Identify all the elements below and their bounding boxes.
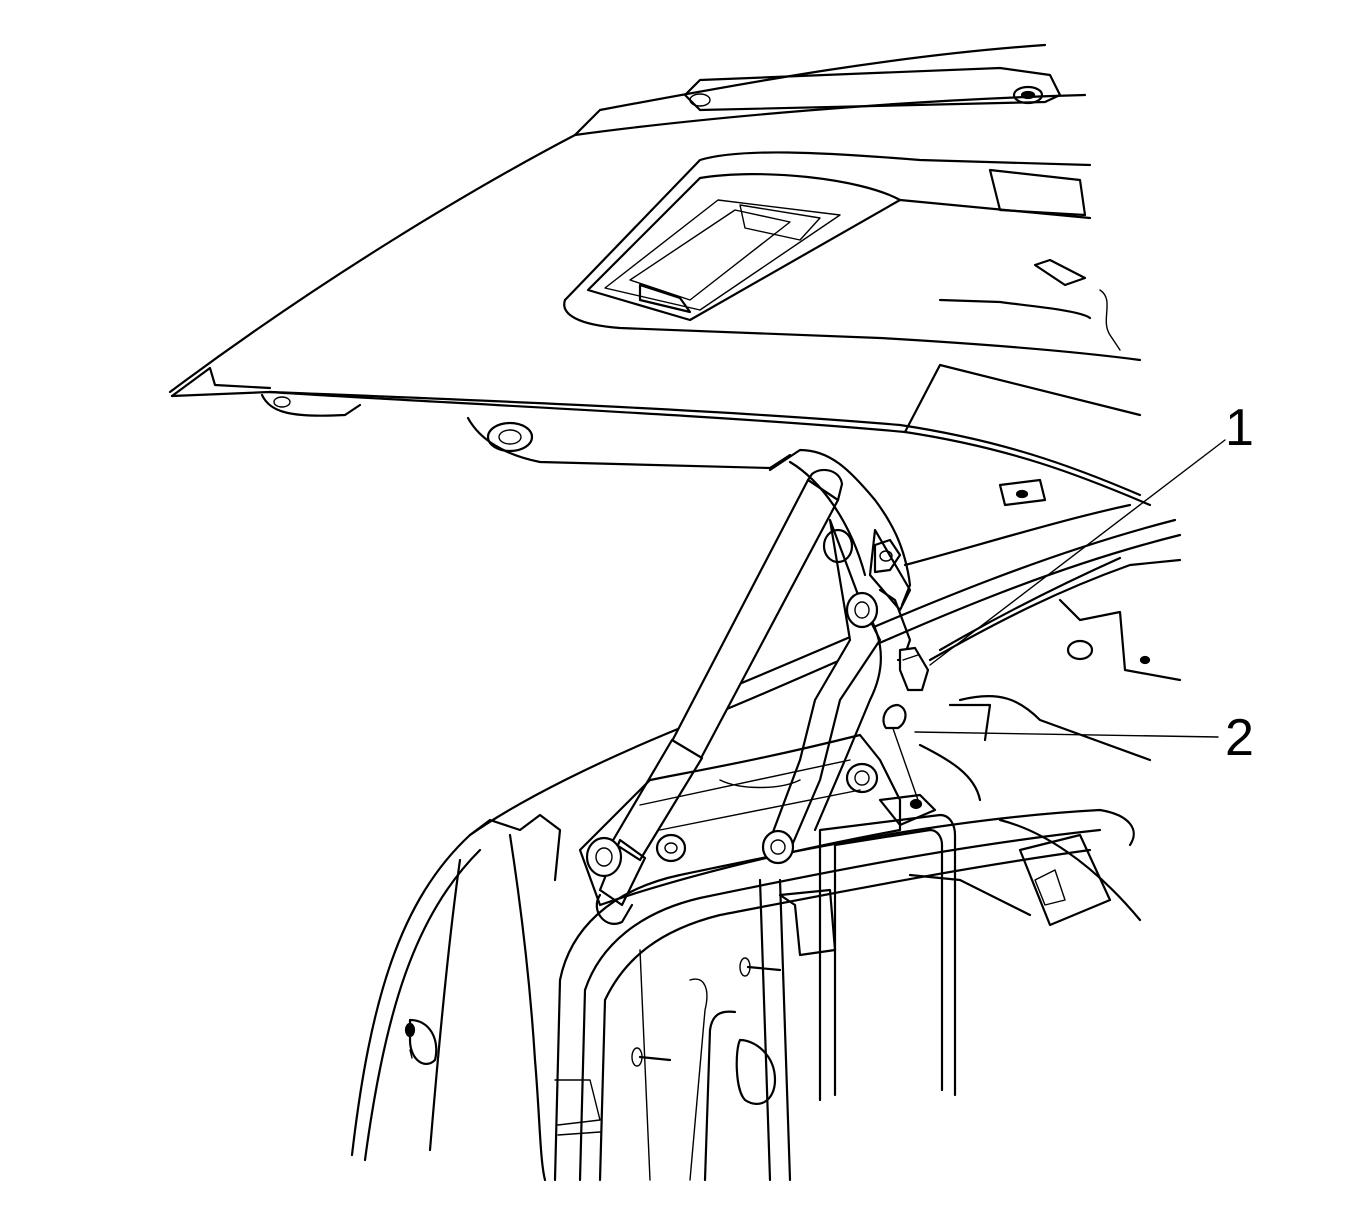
hinge-arm <box>578 448 937 907</box>
callout-2: 2 <box>914 709 1254 767</box>
body-opening <box>350 518 1182 1182</box>
callout-1: 1 <box>929 399 1254 666</box>
trunk-lid <box>168 43 1152 507</box>
handle-recess <box>563 151 1142 362</box>
right-side-structure <box>903 478 1182 802</box>
gas-strut <box>595 468 844 925</box>
lid-top-rail <box>683 66 1062 112</box>
callout-1-label: 1 <box>1225 399 1254 457</box>
callout-2-label: 2 <box>1225 709 1254 767</box>
rear-panel <box>553 808 1142 1182</box>
